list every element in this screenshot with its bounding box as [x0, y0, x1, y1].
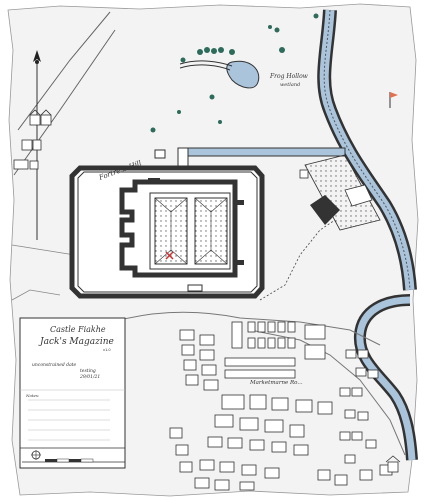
compass-rose-icon: [31, 450, 41, 460]
note-1: unconstrained date: [32, 362, 77, 368]
canal: [154, 147, 346, 169]
scale-bar: [22, 458, 125, 463]
map-title-line2: Jack's Magazine: [38, 337, 114, 347]
pond: [179, 60, 260, 89]
title-card: [19, 317, 126, 469]
riverside-compound: [299, 154, 381, 231]
trees: [150, 13, 319, 133]
house-icon: [385, 455, 401, 473]
houses-left: [13, 109, 52, 170]
map-version: v1.0: [103, 348, 111, 352]
street-label: Marketmarne Ro...: [249, 380, 303, 386]
note-3: 29/01/21: [79, 374, 100, 380]
castle[interactable]: [69, 165, 265, 299]
notes-heading: Notes:: [25, 393, 40, 398]
map-title-line1: Castle Fiakhe: [50, 325, 106, 334]
town: [169, 321, 393, 491]
red-x-marker[interactable]: [165, 251, 174, 260]
pond-sub-label: wetland: [280, 82, 300, 88]
pond-label: Frog Hollow: [269, 73, 309, 80]
river: [317, 9, 418, 461]
note-2: testing: [80, 368, 96, 374]
flag-icon: [389, 92, 398, 108]
